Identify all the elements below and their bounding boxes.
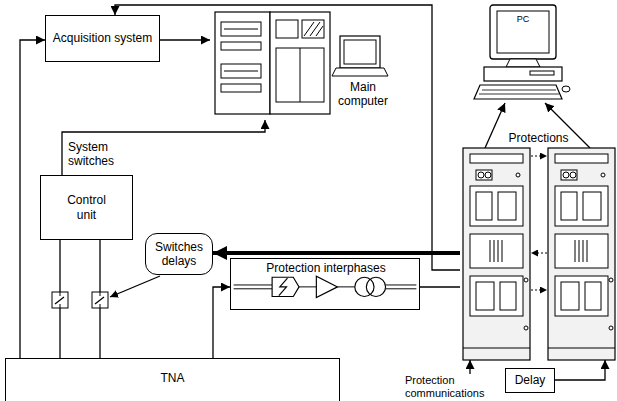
connector-line [62, 120, 265, 175]
connector-line [555, 360, 605, 380]
relay-cabinet [463, 148, 530, 360]
protection-cabinets: Protections [460, 148, 617, 360]
delay-box: Switches delays [145, 233, 213, 275]
connector-line [213, 287, 230, 358]
node-text: PC [510, 14, 536, 25]
switch-symbol [92, 292, 108, 308]
node-text: Protections [460, 131, 617, 145]
switch-lead [60, 292, 61, 296]
switch-symbol [52, 292, 68, 308]
delay-box: Delay [505, 368, 555, 393]
process-box: Control unit [40, 175, 133, 240]
server-tower [270, 12, 330, 114]
process-box: Acquisition system [45, 15, 160, 62]
interface-box: Protection interphases [230, 258, 420, 310]
switch-blade [95, 297, 104, 304]
node-text: Protection interphases [231, 261, 421, 275]
edge-label: System switches [68, 140, 134, 169]
switch-lead [100, 292, 101, 296]
switch-lead [60, 304, 61, 308]
thick-arrow [213, 251, 460, 255]
dotted-link [531, 253, 547, 254]
laptop-icon [332, 36, 388, 76]
main-computer: Main computer [210, 8, 390, 120]
amplifier-symbol [316, 276, 337, 297]
connector-line [420, 286, 460, 287]
switch-housing [92, 292, 108, 308]
annotation-label: Protection communications [405, 374, 505, 401]
relay-cabinet [548, 148, 615, 360]
surge-filter [272, 277, 299, 296]
node-text: Delay [515, 373, 546, 387]
transformer-winding [366, 277, 385, 296]
edge-label-text: System switches [68, 140, 134, 169]
dotted-link [531, 156, 547, 157]
node-text: Control unit [57, 193, 116, 222]
transformer-winding [355, 277, 374, 296]
server-tower [215, 12, 270, 114]
simulator-box: TNA [5, 358, 340, 401]
protection-cabinets [460, 148, 617, 360]
node-text: Switches delays [146, 240, 212, 269]
delay-control-line [110, 276, 160, 297]
switch-housing [52, 292, 68, 308]
node-text: Main computer [335, 80, 391, 109]
dotted-link [531, 290, 547, 291]
node-text: Acquisition system [53, 31, 152, 45]
connector-line [160, 39, 210, 40]
node-text: TNA [161, 371, 185, 385]
switch-blade [55, 297, 64, 304]
switch-lead [100, 304, 101, 308]
connector-line [485, 103, 505, 148]
connector-line [115, 5, 460, 270]
annotation-text: Protection communications [405, 374, 505, 399]
pc-workstation: PC [470, 3, 570, 103]
